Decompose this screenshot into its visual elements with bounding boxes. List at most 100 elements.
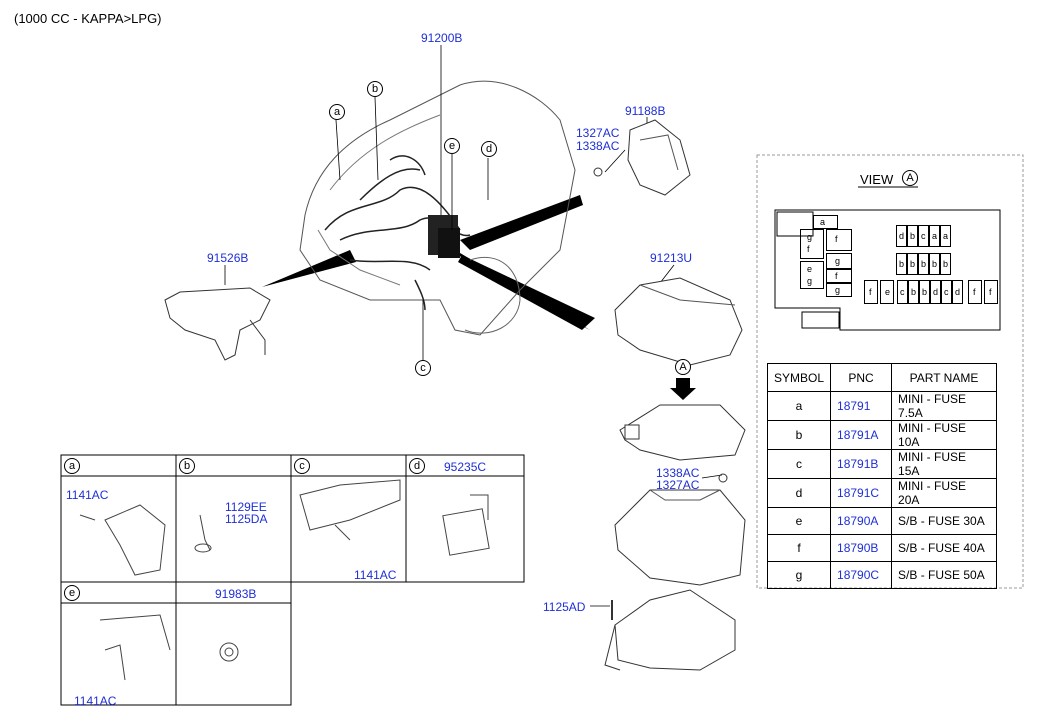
detail-d-header[interactable]: 95235C [444, 460, 487, 474]
header-part-name: PART NAME [891, 363, 998, 392]
fuse-letter: a [932, 231, 938, 241]
fuse-letter: f [835, 271, 838, 281]
cell-symbol: d [766, 478, 832, 508]
detail-d-marker: d [409, 458, 425, 474]
callout-e: e [444, 138, 460, 154]
cell-pnc[interactable]: 18790A [830, 507, 893, 535]
fuse-letter: a [943, 231, 949, 241]
fuse-letter: d [933, 287, 939, 297]
fuse-letter: a [820, 217, 826, 227]
label-1327ac-top[interactable]: 1327AC [576, 126, 620, 140]
cell-name: S/B - FUSE 40A [891, 534, 998, 562]
fuse-letter: b [910, 259, 916, 269]
cell-pnc[interactable]: 18791C [830, 478, 893, 508]
fuse-slot: f [826, 269, 852, 283]
fuse-letter: e [807, 264, 813, 274]
arrow-marker-a: A [675, 359, 691, 375]
label-91213u[interactable]: 91213U [650, 251, 693, 265]
cell-name: MINI - FUSE 10A [891, 420, 998, 450]
detail-a-label[interactable]: 1141AC [66, 488, 109, 502]
callout-b: b [367, 81, 383, 97]
label-1338ac-bottom[interactable]: 1338AC [656, 466, 700, 480]
cell-name: MINI - FUSE 20A [891, 478, 998, 508]
fuse-letter: d [955, 287, 961, 297]
cell-name: S/B - FUSE 30A [891, 507, 998, 535]
fuse-letter: b [943, 259, 949, 269]
label-1338ac-top[interactable]: 1338AC [576, 139, 620, 153]
detail-e-label[interactable]: 1141AC [74, 694, 117, 708]
fuse-letter: f [869, 287, 872, 297]
detail-b-label-2[interactable]: 1125DA [225, 512, 268, 526]
fuse-letter: c [921, 231, 926, 241]
cell-symbol: e [766, 507, 832, 535]
detail-f-header[interactable]: 91983B [215, 587, 257, 601]
fuse-letter: e [885, 287, 891, 297]
fuse-letter: g [835, 285, 841, 295]
callout-a: a [329, 104, 345, 120]
view-marker-circle: A [902, 170, 918, 186]
fuse-letter: g [807, 232, 813, 242]
cell-name: MINI - FUSE 7.5A [891, 391, 998, 421]
view-label: VIEW [860, 172, 894, 187]
detail-e-marker: e [64, 585, 80, 601]
detail-b-label-1[interactable]: 1129EE [225, 500, 267, 514]
cell-pnc[interactable]: 18791 [830, 391, 893, 421]
callout-c: c [415, 360, 431, 376]
fuse-slot: a [813, 215, 838, 229]
label-91188b[interactable]: 91188B [625, 104, 666, 118]
cell-symbol: a [766, 391, 832, 421]
header-pnc: PNC [830, 363, 893, 392]
fuse-letter: f [835, 234, 838, 244]
callout-d: d [481, 141, 497, 157]
fuse-letter: f [989, 287, 992, 297]
fuse-letter: f [807, 244, 810, 254]
detail-a-marker: a [64, 458, 80, 474]
cell-pnc[interactable]: 18791A [830, 420, 893, 450]
label-1125ad[interactable]: 1125AD [543, 600, 586, 614]
detail-b-marker: b [179, 458, 195, 474]
fuse-slot: f [826, 229, 852, 251]
fuse-letter: b [910, 231, 916, 241]
cell-symbol: c [766, 449, 832, 479]
header-symbol: SYMBOL [766, 363, 832, 392]
cell-pnc[interactable]: 18790B [830, 534, 893, 562]
cell-symbol: g [766, 561, 832, 589]
label-1327ac-bottom[interactable]: 1327AC [656, 478, 700, 492]
cell-pnc[interactable]: 18791B [830, 449, 893, 479]
fuse-letter: b [899, 259, 905, 269]
fuse-letter: c [944, 287, 949, 297]
table-header-row: SYMBOL PNC PART NAME [766, 363, 998, 392]
label-91526b[interactable]: 91526B [207, 251, 249, 265]
fuse-letter: g [807, 276, 813, 286]
fuse-letter: g [835, 256, 841, 266]
fuse-letter: d [899, 231, 905, 241]
fuse-letter: b [922, 287, 928, 297]
cell-symbol: f [766, 534, 832, 562]
fuse-slot: g [826, 283, 852, 297]
fuse-letter: b [911, 287, 917, 297]
cell-name: MINI - FUSE 15A [891, 449, 998, 479]
fuse-letter: c [900, 287, 905, 297]
diagram-title: (1000 CC - KAPPA>LPG) [14, 11, 162, 26]
cell-name: S/B - FUSE 50A [891, 561, 998, 589]
fuse-letter: f [973, 287, 976, 297]
cell-pnc[interactable]: 18790C [830, 561, 893, 589]
detail-c-label[interactable]: 1141AC [354, 568, 397, 582]
fuse-letter: b [932, 259, 938, 269]
detail-c-marker: c [294, 458, 310, 474]
fuse-slot: g [826, 253, 852, 269]
cell-symbol: b [766, 420, 832, 450]
fuse-letter: b [921, 259, 927, 269]
label-91200b[interactable]: 91200B [421, 31, 463, 45]
